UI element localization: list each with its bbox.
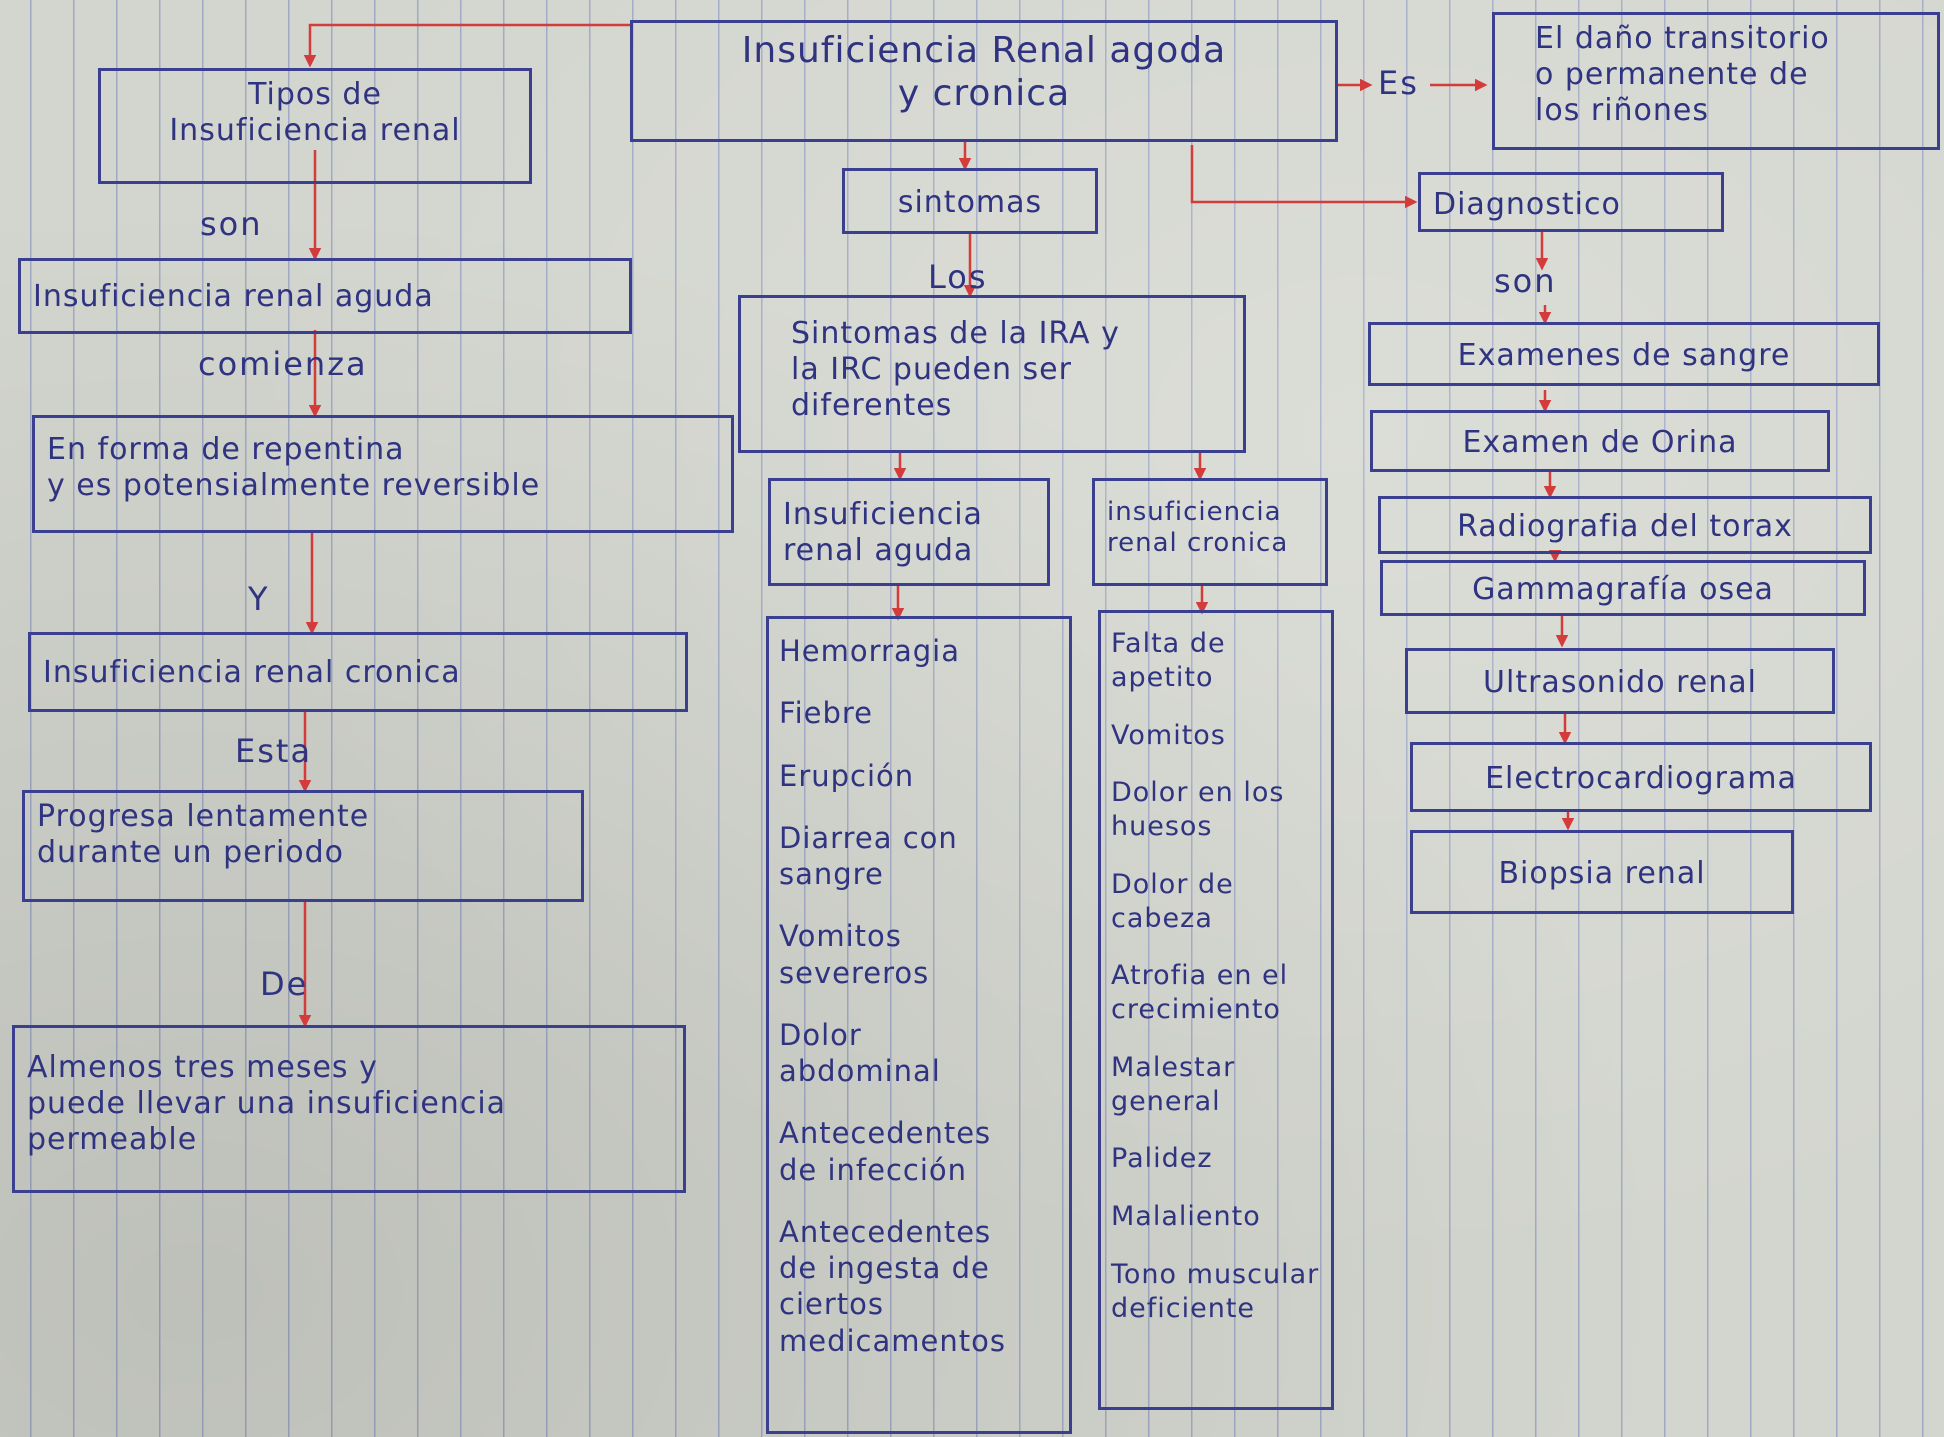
- ira-symptom-item: Fiebre: [779, 696, 874, 731]
- sintomas-desc-box: Sintomas de la IRA y la IRC pueden ser d…: [738, 295, 1246, 453]
- y-connector: Y: [248, 580, 270, 618]
- sintomas-box: sintomas: [842, 168, 1098, 234]
- irc-symptom-item: Malaliento: [1111, 1201, 1261, 1232]
- irc-symptom-item: Vomitos: [1111, 719, 1226, 751]
- comienza-connector: comienza: [198, 345, 368, 383]
- diagnostic-test-box: Electrocardiograma: [1410, 742, 1872, 812]
- de-connector: De: [260, 965, 309, 1003]
- ira-symptom-item: Diarrea con sangre: [779, 820, 958, 891]
- ira-symptom-item: Vomitos severeros: [779, 919, 930, 990]
- ira-symptom-item: Antecedentes de infección: [779, 1116, 992, 1187]
- esta-connector: Esta: [235, 732, 313, 770]
- ira-heading-box: Insuficiencia renal aguda: [768, 478, 1050, 586]
- types-box: Tipos de Insuficiencia renal: [98, 68, 532, 184]
- ira-symptom-item: Antecedentes de ingesta de ciertos medic…: [779, 1214, 1006, 1358]
- irc-symptom-item: Tono muscular deficiente: [1111, 1258, 1320, 1324]
- son-connector-left: son: [200, 205, 263, 243]
- irc-symptom-item: Falta de apetito: [1111, 628, 1226, 693]
- cronica-box: Insuficiencia renal cronica: [28, 632, 688, 712]
- ira-symptom-item: Dolor abdominal: [779, 1017, 941, 1088]
- es-connector: Es: [1378, 64, 1419, 102]
- diagnostico-box: Diagnostico: [1418, 172, 1724, 232]
- irc-symptom-item: Atrofia en el crecimiento: [1111, 960, 1289, 1025]
- definition-box: El daño transitorio o permanente de los …: [1492, 12, 1940, 150]
- diagnostic-test-box: Ultrasonido renal: [1405, 648, 1835, 714]
- son-connector-right: son: [1494, 262, 1557, 300]
- irc-symptom-item: Dolor de cabeza: [1111, 868, 1234, 934]
- ira-symptom-item: Hemorragia: [779, 634, 960, 668]
- diagnostic-test-box: Biopsia renal: [1410, 830, 1794, 914]
- irc-symptom-item: Malestar general: [1111, 1051, 1236, 1117]
- irc-symptom-item: Dolor en los huesos: [1111, 777, 1285, 842]
- irc-symptom-item: Palidez: [1111, 1143, 1213, 1175]
- meses-box: Almenos tres meses y puede llevar una in…: [12, 1025, 686, 1193]
- progresa-box: Progresa lentamente durante un periodo: [22, 790, 584, 902]
- ira-symptom-item: Erupción: [779, 758, 915, 793]
- irc-heading-box: insuficiencia renal cronica: [1092, 478, 1328, 586]
- forma-box: En forma de repentina y es potensialment…: [32, 415, 734, 533]
- diagnostic-test-box: Radiografia del torax: [1378, 496, 1872, 554]
- los-connector: Los: [928, 258, 988, 296]
- diagnostic-test-box: Examenes de sangre: [1368, 322, 1880, 386]
- title-box: Insuficiencia Renal agoda y cronica: [630, 20, 1338, 142]
- diagnostic-test-box: Gammagrafía osea: [1380, 560, 1866, 616]
- diagnostic-test-box: Examen de Orina: [1370, 410, 1830, 472]
- aguda-box: Insuficiencia renal aguda: [18, 258, 632, 334]
